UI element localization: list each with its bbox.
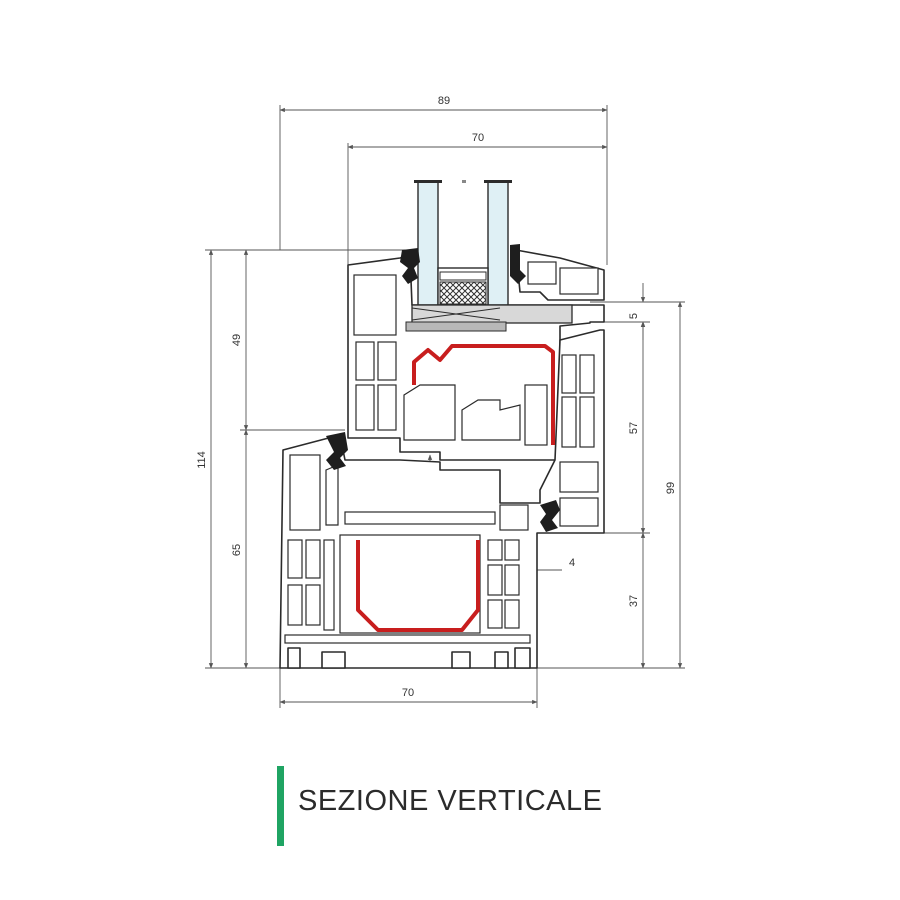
- sash-profile: [347, 249, 605, 461]
- dim-70-top: 70: [472, 132, 484, 144]
- dimension-labels: 89 70 70 49 114 65 5 57 99 37 12 4: [196, 95, 677, 699]
- dim-5: 5: [628, 313, 640, 319]
- steel-reinforcements: [356, 344, 555, 632]
- glass-panes: [414, 180, 512, 308]
- dim-99: 99: [665, 482, 677, 494]
- dim-65: 65: [231, 544, 243, 556]
- frame-profile: [279, 329, 605, 669]
- gaskets: [326, 244, 560, 532]
- caption-block: SEZIONE VERTICALE: [277, 766, 603, 846]
- caption-accent-bar: [277, 766, 284, 846]
- dim-89: 89: [438, 95, 450, 107]
- dim-114: 114: [196, 451, 208, 469]
- caption-title: SEZIONE VERTICALE: [298, 784, 603, 817]
- dim-70-bottom: 70: [402, 687, 414, 699]
- dim-37: 37: [628, 595, 640, 607]
- dim-49: 49: [231, 334, 243, 346]
- dim-57: 57: [628, 422, 640, 434]
- dim-4: 4: [569, 557, 575, 569]
